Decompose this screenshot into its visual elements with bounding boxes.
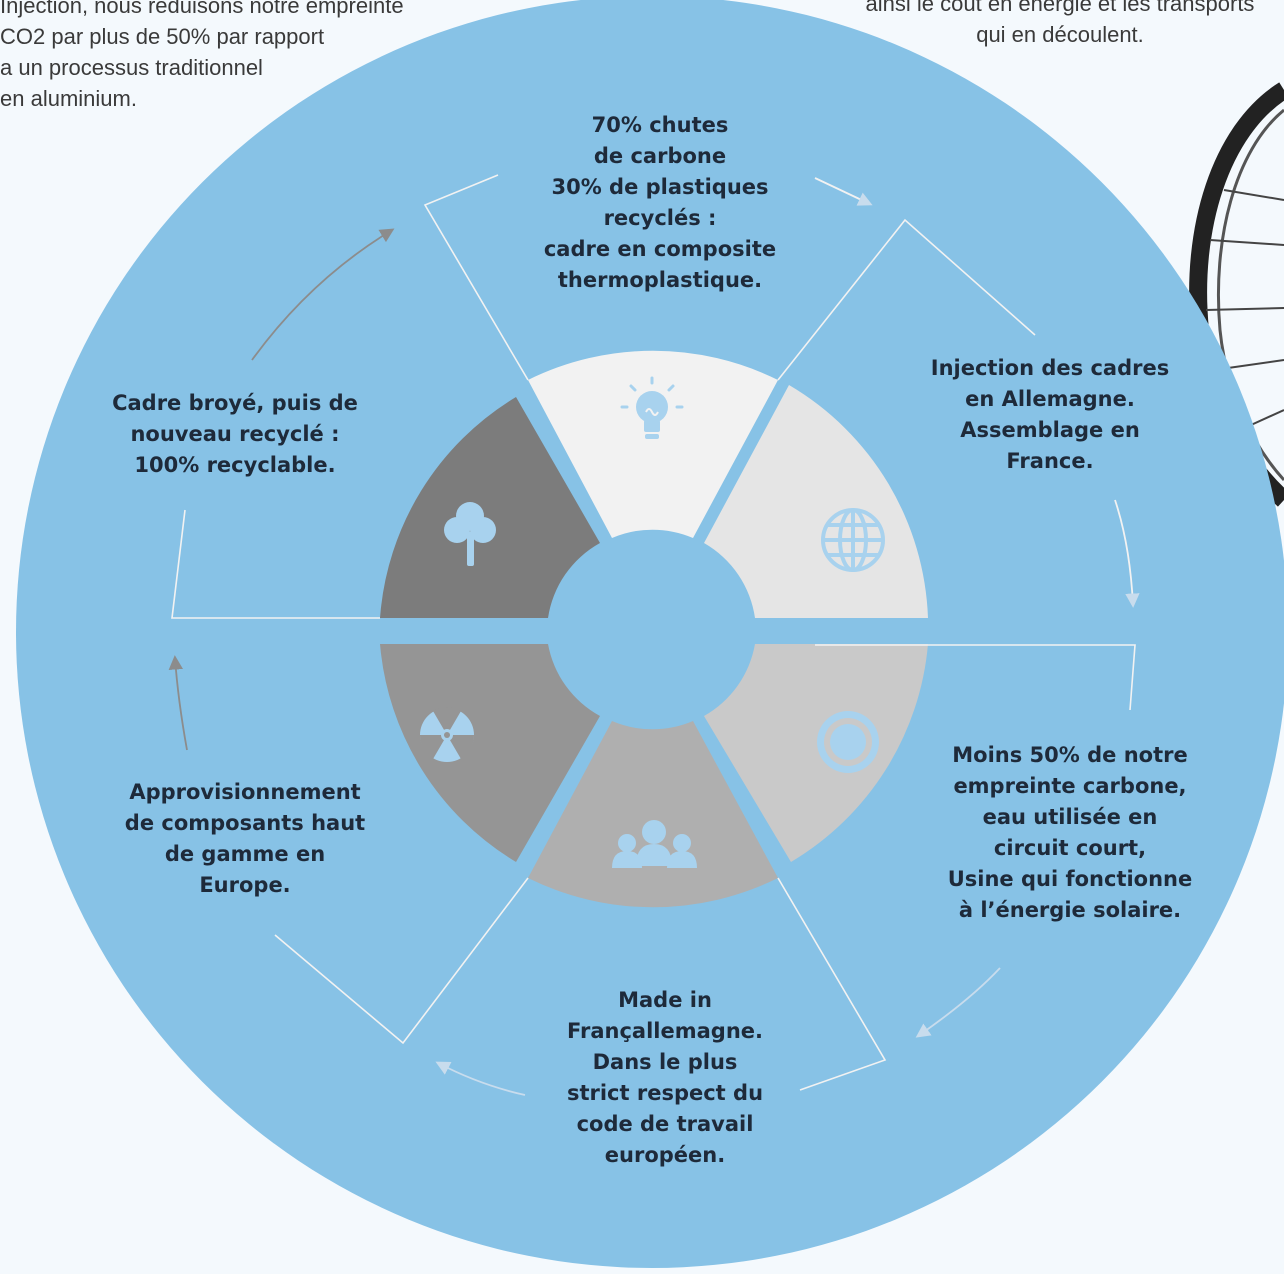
lightbulb-icon	[620, 376, 684, 439]
step-label-injection: Injection des cadres en Allemagne. Assem…	[900, 353, 1200, 477]
note-right-line: ainsi le coût en énergie et les transpor…	[865, 0, 1255, 16]
note-right-line: qui en découlent.	[976, 22, 1144, 47]
step-line: de composants haut	[124, 811, 366, 835]
cycle-arrow	[435, 1061, 526, 1096]
cycle-arrow	[168, 655, 188, 751]
radiation-icon	[419, 707, 475, 762]
step-line: Cadre broyé, puis de	[112, 391, 358, 415]
step-line: Approvisionnement	[129, 780, 361, 804]
step-line: Injection des cadres	[930, 356, 1170, 380]
people-icon	[612, 820, 697, 868]
step-label-made-in: Made in Françallemagne. Dans le plus str…	[510, 985, 820, 1171]
note-right: ainsi le coût en énergie et les transpor…	[800, 0, 1284, 50]
ring-segment-right	[704, 385, 928, 618]
cycle-arrow	[251, 228, 395, 361]
step-line: nouveau recyclé :	[130, 422, 340, 446]
step-label-carbon-footprint: Moins 50% de notre empreinte carbone, ea…	[900, 740, 1240, 926]
divider-line	[171, 509, 380, 619]
step-line: France.	[1006, 449, 1094, 473]
divider-line	[777, 877, 887, 1091]
step-line: 70% chutes	[591, 113, 729, 137]
step-line: code de travail	[576, 1112, 754, 1136]
cycle-arrow	[814, 177, 873, 206]
globe-icon	[821, 508, 885, 572]
tree-icon	[444, 502, 496, 566]
ring-segment-lower-left	[380, 644, 600, 862]
step-line: de carbone	[593, 144, 727, 168]
step-label-sourcing: Approvisionnement de composants haut de …	[90, 777, 400, 901]
note-left-line: Injection, nous réduisons notre empreint…	[0, 0, 404, 18]
step-line: Europe.	[199, 873, 291, 897]
step-label-recycled-materials: 70% chutes de carbone 30% de plastiques …	[480, 110, 840, 296]
divider-line	[777, 218, 1036, 381]
step-line: cadre en composite	[543, 237, 777, 261]
divider-line	[815, 644, 1136, 711]
ring-segment-left	[380, 397, 600, 618]
step-line: eau utilisée en	[982, 805, 1158, 829]
step-line: Moins 50% de notre	[952, 743, 1188, 767]
background-circle	[16, 0, 1284, 1268]
divider-line	[423, 174, 529, 381]
cycle-arrow	[1114, 499, 1140, 608]
divider-line	[274, 877, 529, 1045]
step-line: empreinte carbone,	[953, 774, 1187, 798]
step-line: en Allemagne.	[965, 387, 1135, 411]
target-icon	[817, 711, 879, 773]
step-line: Dans le plus	[592, 1050, 738, 1074]
step-line: à l’énergie solaire.	[958, 898, 1182, 922]
step-line: Usine qui fonctionne	[947, 867, 1193, 891]
step-label-recycling: Cadre broyé, puis de nouveau recyclé : 1…	[70, 388, 400, 481]
step-line: de gamme en	[164, 842, 326, 866]
step-line: recyclés :	[603, 206, 717, 230]
note-left-line: en aluminium.	[0, 86, 137, 111]
step-line: strict respect du	[566, 1081, 764, 1105]
step-line: Assemblage en	[960, 418, 1140, 442]
step-line: 100% recyclable.	[134, 453, 336, 477]
step-line: Made in	[618, 988, 712, 1012]
note-left-line: a un processus traditionnel	[0, 55, 263, 80]
step-line: 30% de plastiques	[551, 175, 769, 199]
step-line: thermoplastique.	[557, 268, 763, 292]
step-line: circuit court,	[993, 836, 1147, 860]
ring-segment-lower-right	[704, 644, 928, 862]
cycle-arrow	[915, 967, 1001, 1038]
ring-segment-top	[528, 350, 778, 538]
step-line: européen.	[604, 1143, 726, 1167]
ring-segment-bottom	[528, 721, 778, 908]
note-left: Injection, nous réduisons notre empreint…	[0, 0, 540, 114]
step-line: Françallemagne.	[567, 1019, 763, 1043]
note-left-line: CO2 par plus de 50% par rapport	[0, 24, 325, 49]
